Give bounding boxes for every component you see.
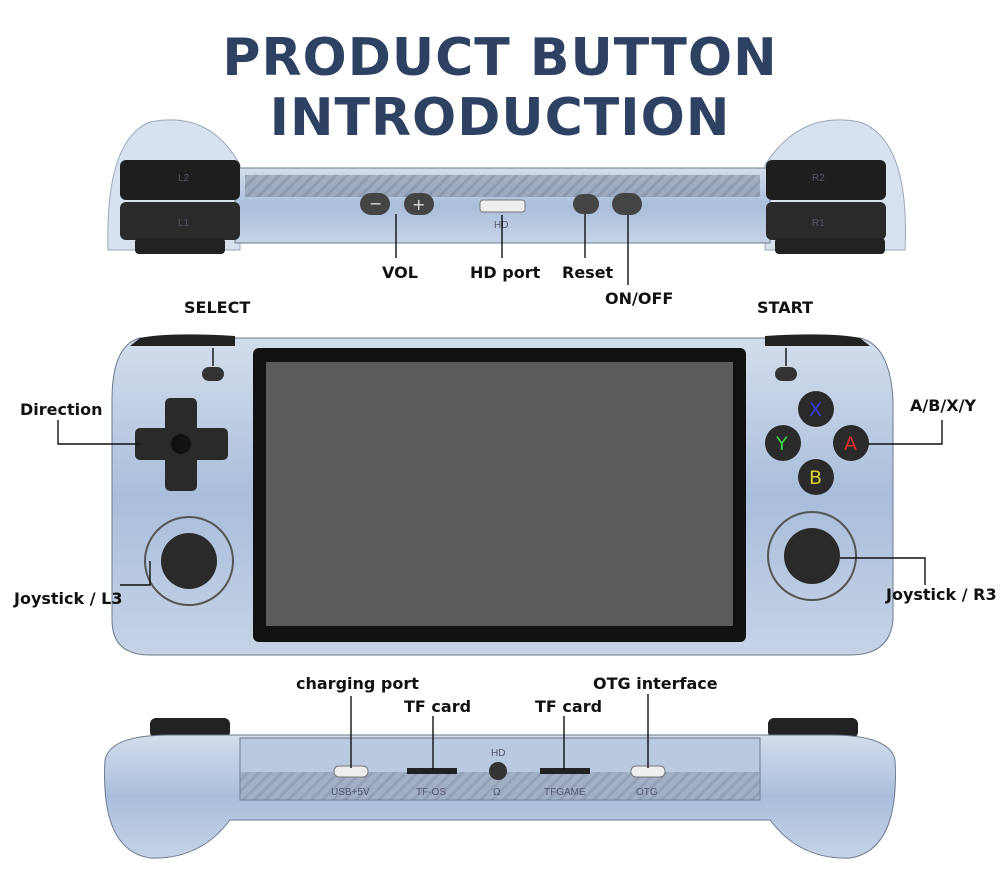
screen <box>266 362 733 626</box>
l2-text: L2 <box>178 173 190 184</box>
right-joystick <box>784 528 840 584</box>
page-title: PRODUCT BUTTON INTRODUCTION <box>222 28 778 148</box>
minus-icon: − <box>369 194 382 213</box>
front-view-device: X Y A B SELECT START Direction A/B/X/Y J… <box>13 298 997 656</box>
vol-label: VOL <box>382 263 418 282</box>
volume-up-button <box>404 193 434 215</box>
x-letter: X <box>809 399 822 421</box>
tf-game-slot <box>540 768 590 774</box>
tf-card-game-label: TF card <box>535 697 602 716</box>
headphone-icon: Ω <box>493 787 501 798</box>
on-off-label: ON/OFF <box>605 289 673 308</box>
reset-button <box>573 194 599 214</box>
tf-os-slot <box>407 768 457 774</box>
tf-card-os-label: TF card <box>404 697 471 716</box>
hd-small-text: HD <box>491 748 505 759</box>
r1-text: R1 <box>812 218 825 229</box>
tf-game-text: TFGAME <box>544 787 586 798</box>
a-button <box>833 425 869 461</box>
joystick-r3-label: Joystick / R3 <box>885 585 997 604</box>
direction-label: Direction <box>20 400 103 419</box>
headphone-jack <box>489 762 507 780</box>
otg-interface-label: OTG interface <box>593 674 718 693</box>
joystick-l3-label: Joystick / L3 <box>13 589 122 608</box>
b-button <box>798 459 834 495</box>
hd-text: HD <box>494 220 508 231</box>
r2-text: R2 <box>812 173 825 184</box>
r1-trigger <box>766 202 886 240</box>
select-button <box>202 367 224 381</box>
power-button <box>612 193 642 215</box>
x-button <box>798 391 834 427</box>
hd-port <box>479 199 526 213</box>
start-button <box>775 367 797 381</box>
top-view-device: L2 L1 R2 R1 − + HD VOL HD port Reset ON/… <box>107 119 906 308</box>
usb-text: USB+5V <box>331 787 370 798</box>
left-joystick <box>161 533 217 589</box>
y-button <box>765 425 801 461</box>
charging-port-label: charging port <box>296 674 419 693</box>
volume-down-button <box>360 193 390 215</box>
b-letter: B <box>809 467 822 489</box>
r2-trigger <box>766 160 886 200</box>
hd-port-label: HD port <box>470 263 541 282</box>
l1-trigger <box>120 202 240 240</box>
select-label: SELECT <box>184 298 250 317</box>
reset-label: Reset <box>562 263 614 282</box>
abxy-label: A/B/X/Y <box>910 396 976 415</box>
l1-text: L1 <box>178 218 190 229</box>
l2-trigger <box>120 160 240 200</box>
a-letter: A <box>844 433 857 455</box>
start-label: START <box>757 298 813 317</box>
tf-os-text: TF-OS <box>416 787 446 798</box>
y-letter: Y <box>775 433 788 455</box>
bottom-view-device: USB+5V TF-OS HD Ω TFGAME OTG charging po… <box>104 674 896 859</box>
otg-text: OTG <box>636 787 658 798</box>
plus-icon: + <box>412 195 425 214</box>
d-pad <box>135 398 228 491</box>
